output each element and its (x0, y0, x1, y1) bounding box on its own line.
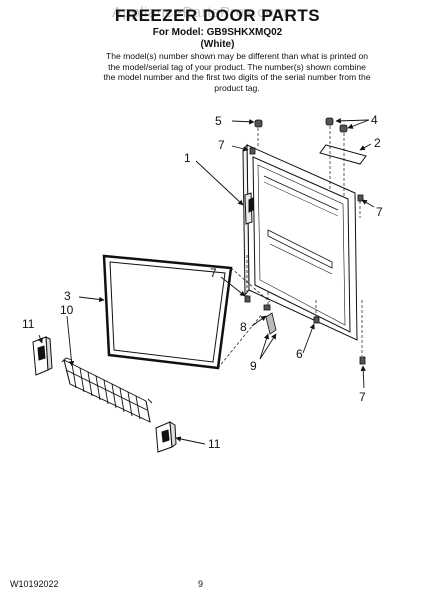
model-note: The model(s) number shown may be differe… (103, 51, 371, 93)
callout-10: 10 (60, 303, 74, 317)
callout-7-bottom: 7 (359, 390, 366, 404)
door-handle-drawing (319, 144, 367, 165)
freezer-door-drawing (242, 143, 358, 341)
watermark: AppliancePartsPros.com (112, 4, 288, 21)
callout-7-top: 7 (218, 138, 225, 152)
callout-1: 1 (184, 151, 191, 165)
guide-lines (217, 126, 363, 369)
left-bracket-drawing (32, 336, 53, 376)
model-line: For Model: GB9SHKXMQ02 (152, 27, 283, 38)
page-number: 9 (198, 579, 204, 589)
callout-2: 2 (374, 136, 381, 150)
leader-lines (37, 118, 375, 445)
callout-11-right: 11 (208, 437, 221, 451)
callout-5: 5 (215, 114, 222, 128)
callout-labels: 5 7 1 4 2 7 7 3 10 11 8 6 9 7 11 (22, 113, 383, 451)
callout-8: 8 (240, 320, 247, 334)
right-bracket-drawing (155, 421, 177, 453)
callout-9: 9 (250, 359, 257, 373)
page-title: FREEZER DOOR PARTS (114, 6, 321, 25)
callout-6: 6 (296, 347, 303, 361)
callout-3: 3 (64, 289, 71, 303)
color-line: (White) (200, 39, 235, 50)
screw-drawings (244, 117, 366, 365)
callout-7-right: 7 (376, 205, 383, 219)
callout-4: 4 (371, 113, 378, 127)
callout-7-middle: 7 (210, 266, 217, 280)
document-number: W10192022 (10, 579, 59, 589)
callout-11-left: 11 (22, 317, 35, 331)
wire-basket-drawing (61, 357, 153, 423)
